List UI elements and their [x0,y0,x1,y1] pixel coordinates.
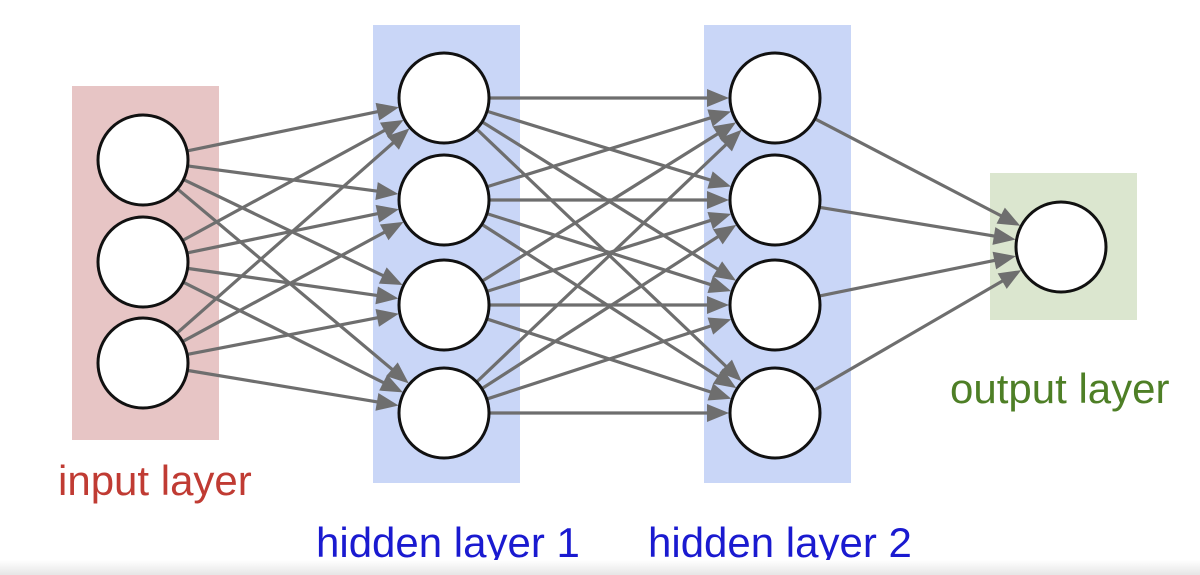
input-neuron-3 [96,316,190,410]
connection-hidden1-3-to-hidden2-1 [481,122,736,283]
connection-input-3-to-hidden1-4 [187,368,399,411]
connection-input-3-to-hidden1-1 [175,128,410,335]
connection-hidden2-3-to-output-1 [818,251,1016,298]
hidden1-neuron-1 [397,51,491,145]
connection-hidden1-3-to-hidden2-2 [486,211,732,293]
output-layer-label: output layer [950,365,1170,412]
connection-input-2-to-hidden1-3 [187,266,399,305]
connection-hidden2-1-to-output-1 [814,117,1021,226]
connection-hidden2-2-to-output-1 [819,205,1016,245]
connection-hidden1-2-to-hidden2-2 [489,191,729,209]
bottom-shadow [0,560,1200,575]
hidden2-neuron-4 [728,366,822,460]
hidden2-neuron-2 [728,153,822,247]
connection-input-1-to-hidden1-2 [187,164,399,200]
connection-hidden1-3-to-hidden2-3 [489,296,729,314]
hidden2-neuron-1 [728,51,822,145]
input-neuron-1 [96,113,190,207]
connection-input-1-to-hidden1-3 [182,178,403,286]
connection-hidden1-2-to-hidden2-3 [486,212,732,294]
hidden-layer-1-label: hidden layer 1 [316,519,580,566]
connection-hidden1-1-to-hidden2-3 [481,120,736,281]
output-neuron-1 [1014,200,1108,294]
connection-hidden1-2-to-hidden2-4 [480,223,737,389]
hidden1-neuron-2 [397,153,491,247]
connection-hidden1-4-to-hidden2-2 [480,224,737,390]
connection-hidden1-3-to-hidden2-4 [486,317,732,401]
connection-hidden1-4-to-hidden2-3 [486,317,732,401]
input-layer-label: input layer [58,457,252,504]
connection-input-1-to-hidden1-1 [186,102,399,153]
connection-hidden1-2-to-hidden2-1 [486,109,732,189]
hidden1-neuron-3 [397,258,491,352]
hidden2-neuron-3 [728,258,822,352]
connection-hidden1-4-to-hidden2-1 [475,129,742,384]
connection-hidden1-1-to-hidden2-4 [475,127,742,382]
connection-input-3-to-hidden1-2 [181,221,404,343]
input-neuron-2 [96,215,190,309]
connection-hidden2-4-to-output-1 [813,270,1022,392]
connection-hidden1-1-to-hidden2-2 [486,109,732,189]
hidden1-neuron-4 [397,366,491,460]
connection-input-2-to-hidden1-2 [186,204,399,255]
connection-hidden1-1-to-hidden2-1 [489,89,729,107]
connection-input-3-to-hidden1-3 [186,309,399,357]
connection-input-1-to-hidden1-4 [176,187,409,384]
connection-hidden1-4-to-hidden2-4 [489,404,729,422]
hidden-layer-2-label: hidden layer 2 [648,519,912,566]
connection-input-2-to-hidden1-1 [181,120,404,242]
